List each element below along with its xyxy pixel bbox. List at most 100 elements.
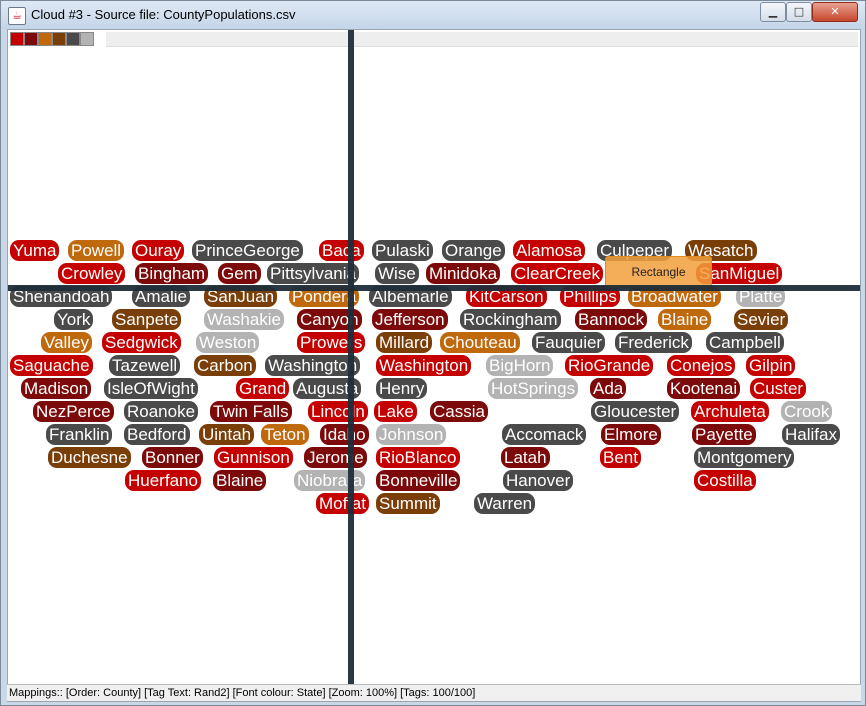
close-button[interactable]: ✕ (812, 2, 858, 22)
tag-sanpete[interactable]: Sanpete (112, 309, 182, 330)
tag-minidoka[interactable]: Minidoka (426, 263, 501, 284)
tag-sedgwick[interactable]: Sedgwick (102, 332, 181, 353)
tag-latah[interactable]: Latah (501, 447, 550, 468)
tag-rockingham[interactable]: Rockingham (460, 309, 561, 330)
tag-valley[interactable]: Valley (41, 332, 93, 353)
tag-roanoke[interactable]: Roanoke (124, 401, 199, 422)
tag-costilla[interactable]: Costilla (694, 470, 756, 491)
tag-isleofwight[interactable]: IsleOfWight (104, 378, 198, 399)
tag-millard[interactable]: Millard (376, 332, 433, 353)
tag-powell[interactable]: Powell (68, 240, 125, 261)
tag-ada[interactable]: Ada (590, 378, 627, 399)
tag-washakie[interactable]: Washakie (204, 309, 285, 330)
tag-wasatch[interactable]: Wasatch (685, 240, 757, 261)
palette-swatch[interactable] (80, 32, 94, 46)
tag-phillips[interactable]: Phillips (560, 286, 620, 307)
tag-tazewell[interactable]: Tazewell (109, 355, 181, 376)
tag-campbell[interactable]: Campbell (706, 332, 784, 353)
tag-idaho[interactable]: Idaho (320, 424, 369, 445)
tag-fauquier[interactable]: Fauquier (532, 332, 606, 353)
tag-hanover[interactable]: Hanover (503, 470, 574, 491)
tag-albemarle[interactable]: Albemarle (369, 286, 452, 307)
tag-bingham[interactable]: Bingham (135, 263, 209, 284)
tag-rioblanco[interactable]: RioBlanco (376, 447, 460, 468)
tag-nezperce[interactable]: NezPerce (33, 401, 114, 422)
tag-orange[interactable]: Orange (442, 240, 505, 261)
tag-gilpin[interactable]: Gilpin (746, 355, 796, 376)
tag-gloucester[interactable]: Gloucester (591, 401, 680, 422)
tag-halifax[interactable]: Halifax (782, 424, 840, 445)
palette-swatch[interactable] (10, 32, 24, 46)
tag-bonneville[interactable]: Bonneville (376, 470, 461, 491)
tag-saguache[interactable]: Saguache (10, 355, 93, 376)
tag-washington[interactable]: Washington (376, 355, 472, 376)
tag-carbon[interactable]: Carbon (194, 355, 256, 376)
tag-washington[interactable]: Washington (265, 355, 361, 376)
tag-pondera[interactable]: Pondera (289, 286, 360, 307)
tag-johnson[interactable]: Johnson (376, 424, 447, 445)
palette-swatch[interactable] (52, 32, 66, 46)
tag-conejos[interactable]: Conejos (667, 355, 736, 376)
tag-gunnison[interactable]: Gunnison (214, 447, 293, 468)
tag-yuma[interactable]: Yuma (10, 240, 60, 261)
tag-cassia[interactable]: Cassia (430, 401, 488, 422)
maximize-button[interactable]: □ (786, 2, 812, 22)
tag-lake[interactable]: Lake (374, 401, 417, 422)
tag-broadwater[interactable]: Broadwater (628, 286, 721, 307)
tag-accomack[interactable]: Accomack (502, 424, 587, 445)
tag-bent[interactable]: Bent (600, 447, 641, 468)
tag-bonner[interactable]: Bonner (142, 447, 203, 468)
tag-princegeorge[interactable]: PrinceGeorge (192, 240, 303, 261)
title-bar[interactable]: ☕ Cloud #3 - Source file: CountyPopulati… (1, 1, 865, 29)
tag-pulaski[interactable]: Pulaski (372, 240, 433, 261)
tag-frederick[interactable]: Frederick (615, 332, 692, 353)
tag-amalie[interactable]: Amalie (132, 286, 190, 307)
tag-riogrande[interactable]: RioGrande (565, 355, 654, 376)
tag-crowley[interactable]: Crowley (58, 263, 126, 284)
tag-gem[interactable]: Gem (218, 263, 261, 284)
tag-jefferson[interactable]: Jefferson (372, 309, 448, 330)
tag-hotsprings[interactable]: HotSprings (488, 378, 579, 399)
tag-clearcreek[interactable]: ClearCreek (511, 263, 603, 284)
tag-augusta[interactable]: Augusta (293, 378, 362, 399)
tag-uintah[interactable]: Uintah (199, 424, 255, 445)
minimize-button[interactable]: ▁ (760, 2, 786, 22)
tag-moffat[interactable]: Moffat (316, 493, 369, 514)
tag-bedford[interactable]: Bedford (124, 424, 190, 445)
tag-culpeper[interactable]: Culpeper (597, 240, 672, 261)
tag-york[interactable]: York (54, 309, 94, 330)
tag-lincoln[interactable]: Lincoln (308, 401, 368, 422)
palette-swatch[interactable] (38, 32, 52, 46)
tag-summit[interactable]: Summit (376, 493, 440, 514)
tag-payette[interactable]: Payette (692, 424, 756, 445)
tag-custer[interactable]: Custer (750, 378, 807, 399)
tag-wise[interactable]: Wise (375, 263, 419, 284)
tag-sevier[interactable]: Sevier (734, 309, 789, 330)
tag-sanmiguel[interactable]: SanMiguel (696, 263, 783, 284)
tag-alamosa[interactable]: Alamosa (513, 240, 586, 261)
tag-baca[interactable]: Baca (319, 240, 364, 261)
tag-duchesne[interactable]: Duchesne (48, 447, 131, 468)
tag-henry[interactable]: Henry (376, 378, 428, 399)
tag-twin-falls[interactable]: Twin Falls (210, 401, 292, 422)
tag-platte[interactable]: Platte (736, 286, 786, 307)
tag-sanjuan[interactable]: SanJuan (204, 286, 278, 307)
tag-madison[interactable]: Madison (21, 378, 92, 399)
tag-montgomery[interactable]: Montgomery (694, 447, 795, 468)
tag-elmore[interactable]: Elmore (601, 424, 661, 445)
tag-blaine[interactable]: Blaine (213, 470, 267, 491)
tag-bannock[interactable]: Bannock (575, 309, 648, 330)
tag-jerome[interactable]: Jerome (304, 447, 367, 468)
tag-bighorn[interactable]: BigHorn (486, 355, 554, 376)
tag-teton[interactable]: Teton (261, 424, 309, 445)
tag-blaine[interactable]: Blaine (658, 309, 712, 330)
tag-warren[interactable]: Warren (474, 493, 536, 514)
tag-shenandoah[interactable]: Shenandoah (10, 286, 113, 307)
tag-grand[interactable]: Grand (236, 378, 290, 399)
tag-kootenai[interactable]: Kootenai (667, 378, 741, 399)
tag-huerfano[interactable]: Huerfano (125, 470, 201, 491)
tag-archuleta[interactable]: Archuleta (691, 401, 769, 422)
tag-pittsylvania[interactable]: Pittsylvania (267, 263, 359, 284)
tag-prowers[interactable]: Prowers (297, 332, 366, 353)
